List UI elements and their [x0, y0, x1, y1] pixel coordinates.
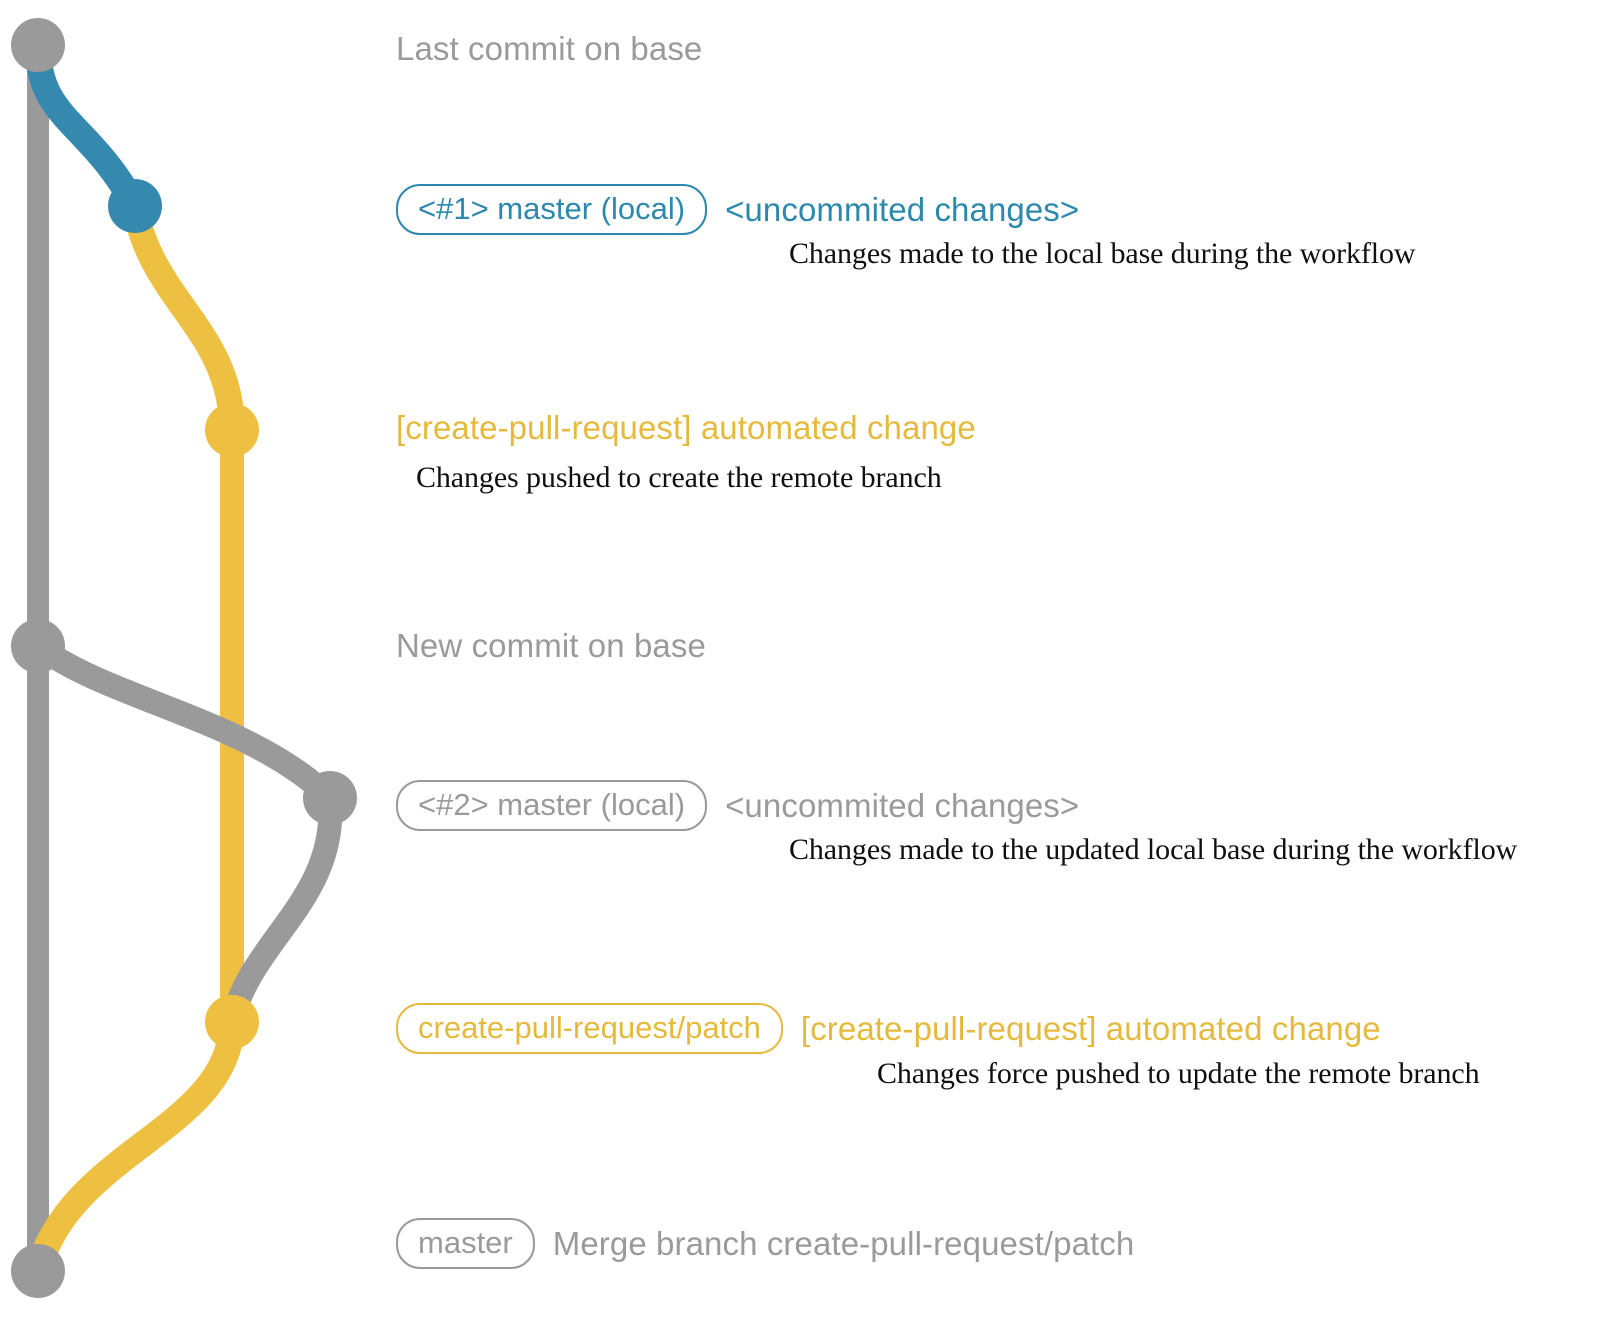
edge-local-1-to-patch-1 — [122, 193, 245, 443]
row-local-commit-2: <#2> master (local) <uncommited changes> — [396, 780, 1079, 831]
node-patch-commit-2[interactable] — [205, 995, 259, 1049]
node-new-commit-on-base[interactable] — [11, 619, 65, 673]
commit-headline-automated-1: [create-pull-request] automated change — [396, 409, 976, 446]
edge-base-to-local-1 — [25, 32, 148, 219]
node-last-commit-on-base[interactable] — [11, 18, 65, 72]
commit-caption-local-2: Changes made to the updated local base d… — [789, 833, 1518, 866]
row-automated-change-1: [create-pull-request] automated change — [396, 409, 976, 447]
commit-headline-last-commit-on-base: Last commit on base — [396, 30, 703, 67]
branch-badge-master[interactable]: master — [396, 1218, 535, 1269]
commit-headline-new-commit-on-base: New commit on base — [396, 627, 706, 664]
branch-badge-create-pull-request-patch[interactable]: create-pull-request/patch — [396, 1003, 783, 1054]
branch-badge-local-2[interactable]: <#2> master (local) — [396, 780, 708, 831]
row-new-commit-on-base: New commit on base — [396, 627, 706, 665]
commit-headline-local-2: <uncommited changes> — [725, 786, 1080, 824]
git-commit-graph — [11, 18, 357, 1298]
node-local-commit-2[interactable] — [303, 771, 357, 825]
commit-caption-local-1: Changes made to the local base during th… — [789, 237, 1416, 270]
row-local-commit-1: <#1> master (local) <uncommited changes> — [396, 184, 1079, 235]
node-patch-commit-1[interactable] — [205, 403, 259, 457]
row-automated-change-2: create-pull-request/patch [create-pull-r… — [396, 1003, 1381, 1054]
commit-caption-automated-2: Changes force pushed to update the remot… — [877, 1057, 1480, 1090]
commit-headline-automated-2: [create-pull-request] automated change — [800, 1009, 1381, 1047]
edge-patch-2-to-merge — [25, 1009, 245, 1284]
edge-local-2-to-patch-2 — [220, 786, 343, 1034]
node-merge-commit-master[interactable] — [11, 1244, 65, 1298]
edge-base-to-local-2 — [26, 634, 342, 810]
row-last-commit-on-base: Last commit on base — [396, 30, 702, 68]
commit-headline-local-1: <uncommited changes> — [725, 190, 1080, 228]
row-merge-commit-master: master Merge branch create-pull-request/… — [396, 1218, 1134, 1269]
node-local-commit-1[interactable] — [108, 179, 162, 233]
commit-headline-merge-master: Merge branch create-pull-request/patch — [552, 1224, 1135, 1262]
branch-badge-local-1[interactable]: <#1> master (local) — [396, 184, 708, 235]
commit-caption-automated-1: Changes pushed to create the remote bran… — [416, 461, 942, 494]
